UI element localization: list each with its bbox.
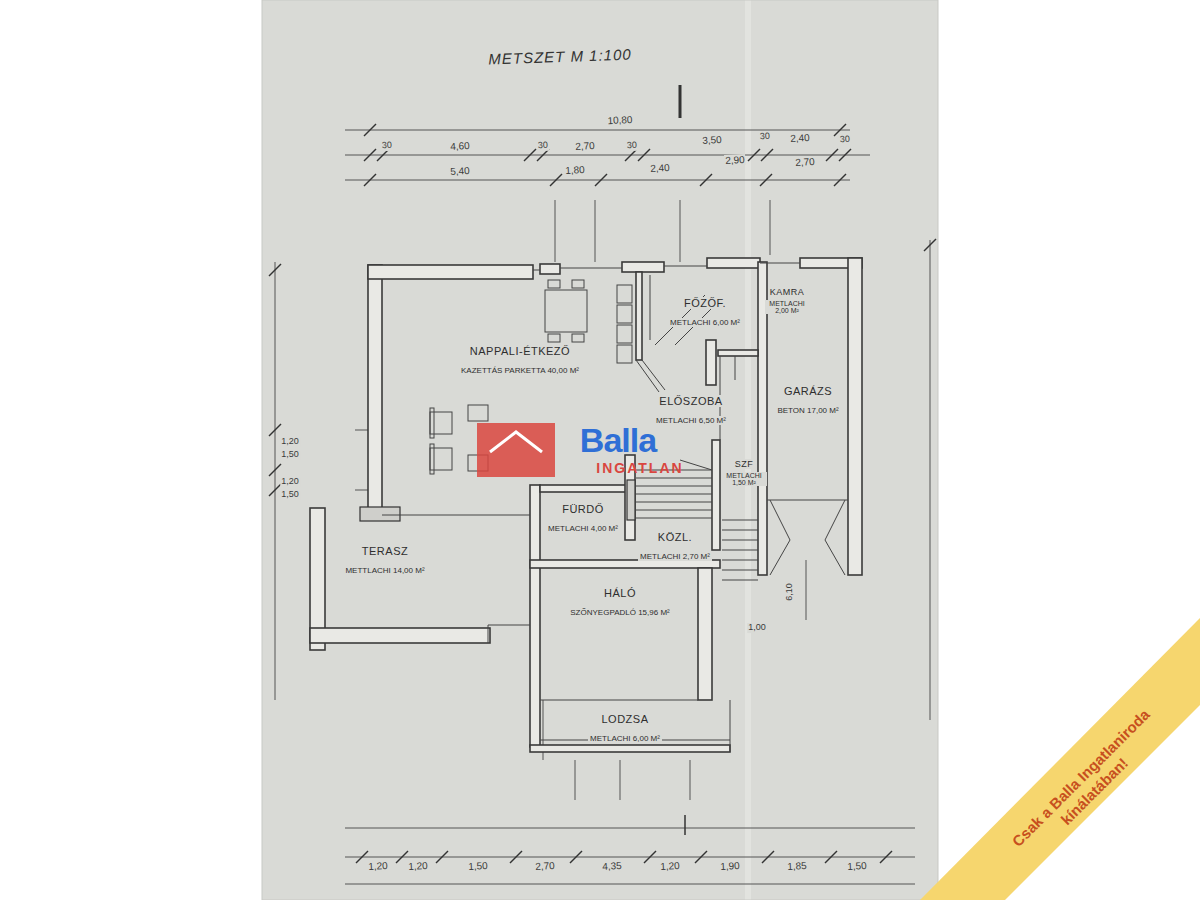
room-finish-area: METLACHI 2,70 M² (638, 552, 712, 561)
dimension-number: 5,40 (449, 165, 471, 177)
room-name: KÖZL. (656, 531, 694, 543)
dimension-number: 1,20 (659, 860, 681, 872)
dimension-number: 2,90 (724, 154, 746, 166)
dimension-number: 6,10 (785, 582, 795, 602)
room-finish-area: BETON 17,00 M² (775, 406, 840, 415)
room-finish-area: METLACHI 4,00 M² (546, 524, 620, 533)
dimension-number: 1,20 (367, 860, 389, 872)
dimension-number: 1,50 (846, 860, 868, 872)
dimension-number: 2,70 (534, 860, 556, 872)
dimension-number: 2,40 (649, 162, 671, 174)
dimension-number: 1,20 (280, 437, 300, 447)
dimension-number: 30 (537, 141, 550, 152)
room-name: TERASZ (360, 545, 410, 557)
dimension-number: 2,70 (794, 156, 816, 168)
watermark-text: Balla (579, 422, 657, 459)
dimension-number: 30 (626, 141, 639, 152)
room-label: LODZSA METLACHI 6,00 M² (560, 708, 690, 746)
room-label: FŐZŐF. METLACHI 6,00 M² (660, 292, 750, 330)
dimension-number: 1,90 (719, 860, 741, 872)
watermark-text: INGATLAN (595, 461, 684, 476)
dimension-number: 1,80 (564, 164, 586, 176)
dimension-number: 1,00 (747, 623, 767, 633)
room-finish-area: METLACHI 6,00 M² (668, 318, 742, 327)
room-finish-area: METLACHI 2,00 M² (765, 300, 809, 314)
dimension-number: 30 (759, 132, 772, 143)
dimension-number: 30 (381, 141, 394, 152)
dimension-number: 30 (839, 135, 852, 146)
dimension-number: 2,70 (574, 140, 596, 152)
room-label: KÖZL. METLACHI 2,70 M² (635, 526, 715, 564)
dimension-number: 10,80 (606, 114, 634, 126)
dimension-number: 1,20 (280, 477, 300, 487)
room-name: FŐZŐF. (682, 297, 728, 309)
room-name: SZF (733, 459, 756, 469)
room-label: TERASZ METTLACHI 14,00 M² (330, 540, 440, 578)
dimension-number: 1,85 (786, 860, 808, 872)
room-label: KAMRA METLACHI 2,00 M² (763, 280, 811, 318)
dimension-number: 1,50 (280, 490, 300, 500)
room-name: NAPPALI-ÉTKEZŐ (468, 345, 572, 357)
dimension-number: 3,50 (701, 134, 723, 146)
room-name: GARÁZS (782, 385, 834, 397)
room-name: LODZSA (599, 713, 650, 725)
room-name: ELŐSZOBA (657, 395, 724, 407)
room-name: HÁLÓ (602, 587, 638, 599)
room-label: NAPPALI-ÉTKEZŐ KAZETTÁS PARKETTA 40,00 M² (425, 340, 615, 378)
dimension-number: 2,40 (789, 132, 811, 144)
dimension-number: 1,50 (467, 860, 489, 872)
room-name: KAMRA (768, 287, 807, 297)
room-label: SZF METLACHI 1,50 M² (719, 452, 769, 490)
room-label: HÁLÓ SZŐNYEGPADLÓ 15,96 M² (555, 582, 685, 620)
dimension-number: 1,20 (407, 860, 429, 872)
room-finish-area: KAZETTÁS PARKETTA 40,00 M² (459, 366, 581, 375)
room-finish-area: METLACHI 6,00 M² (588, 734, 662, 743)
room-finish-area: METLACHI 1,50 M² (721, 472, 767, 486)
room-label: ELŐSZOBA METLACHI 6,50 M² (646, 390, 736, 428)
room-finish-area: SZŐNYEGPADLÓ 15,96 M² (568, 608, 671, 617)
dimension-number: 4,35 (601, 860, 623, 872)
room-finish-area: METLACHI 6,50 M² (654, 416, 728, 425)
dimension-number: 1,50 (280, 450, 300, 460)
room-name: FÜRDŐ (560, 503, 606, 515)
room-label: GARÁZS BETON 17,00 M² (770, 380, 846, 418)
room-finish-area: METTLACHI 14,00 M² (343, 566, 426, 575)
room-label: FÜRDŐ METLACHI 4,00 M² (542, 498, 624, 536)
promo-banner: Csak a Balla Ingatlaniroda kínálatában! (989, 686, 1187, 884)
dimension-number: 4,60 (449, 140, 471, 152)
